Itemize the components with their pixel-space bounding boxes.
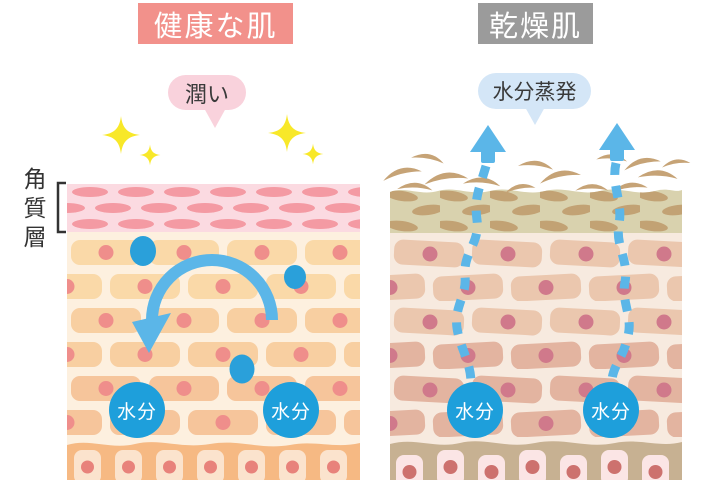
healthy-brick-band-mid: [67, 300, 360, 368]
water-label: 水分: [590, 400, 631, 423]
evaporation-paths-group: [452, 162, 634, 382]
water-label: 水分: [454, 400, 495, 423]
evaporation-arrow-icon: [599, 123, 635, 161]
dry-flake-icon: [538, 168, 582, 184]
dry-flake-icon: [517, 157, 555, 172]
evaporation-arrow-icon: [470, 125, 506, 163]
dry-flake-icon: [622, 155, 662, 171]
moisture-drop-icon: [284, 265, 306, 289]
evaporation-arrows-group: [470, 123, 635, 163]
dry-flake-icon: [637, 168, 679, 182]
corneum-layer-label: 角質層: [19, 167, 45, 254]
evaporation-bubble-tail: [525, 107, 545, 125]
healthy-corneum-cells: [67, 184, 360, 232]
healthy-skin-title: 健康な肌: [138, 3, 293, 44]
water-label: 水分: [270, 400, 311, 423]
dry-skin-title: 乾燥肌: [478, 3, 593, 44]
dry-basal-cells: [390, 450, 682, 480]
moisture-bubble: 潤い: [168, 75, 246, 110]
water-circle: [447, 382, 503, 438]
moisture-drop-icon: [229, 354, 255, 384]
dry-flakes-group: [381, 150, 691, 194]
moisture-drop-icon: [130, 236, 156, 266]
healthy-basal-cells: [67, 448, 360, 480]
dry-flake-icon: [381, 164, 423, 181]
dry-corneum-cells: [390, 189, 682, 233]
dry-flake-icon: [661, 158, 691, 168]
evaporation-path: [607, 162, 634, 381]
sparkle-icon: [139, 144, 161, 166]
dry-flake-icon: [423, 171, 469, 185]
dry-skin-section: [381, 123, 691, 480]
dry-flake-icon: [411, 150, 445, 166]
circulation-arrow-icon: [132, 254, 278, 353]
dry-brick-band-top: [390, 233, 682, 335]
moisture-droplets-group: [130, 236, 306, 384]
sparkle-icon: [102, 116, 140, 154]
water-circle: [109, 382, 165, 438]
healthy-skin-section: [56, 114, 360, 480]
moisture-bubble-tail: [204, 108, 226, 128]
water-label: 水分: [116, 400, 157, 423]
water-circle: [583, 382, 639, 438]
sparkle-icon: [302, 143, 324, 165]
corneum-bracket: [56, 181, 66, 234]
sparkle-icon: [268, 114, 306, 152]
evaporation-bubble: 水分蒸発: [478, 73, 591, 109]
water-circle: [263, 382, 319, 438]
